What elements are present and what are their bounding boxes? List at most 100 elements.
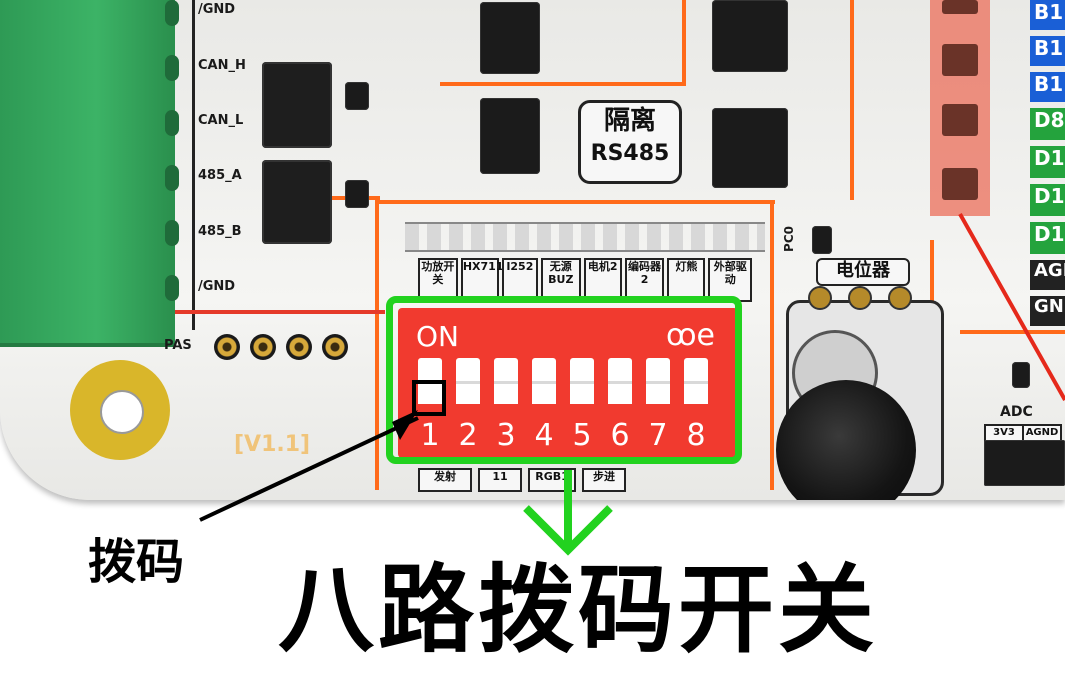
dip-knob [532, 381, 556, 404]
pin-tag-blue: B1 [1030, 36, 1065, 66]
pcb-board: /GND CAN_H CAN_L 485_A 485_B /GND 隔离 RS4… [0, 0, 1065, 500]
dip-knob [608, 381, 632, 404]
terminal-label-gnd-top: /GND [198, 2, 236, 17]
dip-logo: ꝏe [666, 318, 716, 353]
dip-switch-6[interactable] [608, 358, 632, 404]
dip-number: 8 [686, 418, 706, 453]
pin-tag-black: AGN [1030, 260, 1065, 290]
red-strip-chip [942, 168, 978, 200]
pas-label: PAS [164, 338, 192, 353]
badge-line-2: RS485 [590, 141, 670, 166]
ic-chip [712, 0, 788, 72]
dip-switch-4[interactable] [532, 358, 556, 404]
dip-switch-7[interactable] [646, 358, 670, 404]
dip-on-label: ON [416, 320, 459, 353]
orange-trace [770, 200, 774, 490]
terminal-screw [165, 275, 179, 301]
adc-header [984, 440, 1065, 486]
function-label: HX711 [460, 258, 503, 302]
pin-tag-green: D1 [1030, 146, 1065, 178]
pot-pin [888, 286, 912, 310]
dip-highlight-frame [386, 296, 742, 464]
485-jumper [262, 160, 332, 244]
orange-trace [375, 200, 379, 490]
dip-number: 6 [610, 418, 630, 453]
dip-knob [684, 381, 708, 404]
pointer-line [199, 416, 419, 522]
orange-trace [290, 196, 380, 200]
dip-switch-body: ON ꝏe 1 2 3 4 5 6 7 8 [398, 308, 738, 458]
header-pin [286, 334, 312, 360]
terminal-label-485-a: 485_A [198, 168, 242, 183]
terminal-screw [165, 110, 179, 136]
header-pin [214, 334, 240, 360]
dip-number: 3 [496, 418, 516, 453]
bottom-label: 发射 [418, 468, 472, 492]
dip-number: 4 [534, 418, 554, 453]
pot-pin [808, 286, 832, 310]
terminal-screw [165, 220, 179, 246]
function-label: 无源BUZ [540, 258, 581, 302]
function-label: I252 [501, 258, 538, 302]
transistor-small [345, 82, 369, 110]
ic-chip [480, 98, 540, 174]
adc-transistor [1012, 362, 1030, 388]
bottom-label: 11 [478, 468, 522, 492]
terminal-screw [165, 55, 179, 81]
mounting-hole-center [100, 390, 144, 434]
terminal-label-can-h: CAN_H [198, 58, 246, 73]
orange-trace [682, 0, 686, 86]
switch-1-highlight-box [412, 380, 446, 416]
dip-switch-3[interactable] [494, 358, 518, 404]
pin-tag-black: GN [1030, 296, 1065, 326]
dip-knob [456, 381, 480, 404]
dip-switch-8[interactable] [684, 358, 708, 404]
orange-trace [440, 82, 685, 86]
transistor-small [345, 180, 369, 208]
terminal-label-485-b: 485_B [198, 224, 242, 239]
dip-knob [646, 381, 670, 404]
can-jumper [262, 62, 332, 148]
red-pointer-line [958, 213, 1065, 401]
orange-trace [930, 240, 934, 330]
down-arrow-head [523, 505, 613, 556]
pc0-transistor [812, 226, 832, 254]
orange-trace [850, 0, 854, 200]
pot-pin [848, 286, 872, 310]
dip-number: 5 [572, 418, 592, 453]
header-pin [322, 334, 348, 360]
badge-line-1: 隔离 [603, 106, 656, 136]
red-strip-chip [942, 104, 978, 136]
dip-knob [570, 381, 594, 404]
adc-label: ADC [1000, 404, 1033, 420]
dip-switch-2[interactable] [456, 358, 480, 404]
dip-switch-5[interactable] [570, 358, 594, 404]
pin-tag-blue: B1 [1030, 72, 1065, 102]
ic-chip [712, 108, 788, 188]
red-strip-chip [942, 44, 978, 76]
smd-resistor-row [405, 222, 765, 252]
terminal-screw [165, 165, 179, 191]
terminal-screw [165, 0, 179, 26]
pin-tag-green: D1 [1030, 184, 1065, 216]
red-trace [175, 310, 385, 314]
bottom-label-row: 发射 11 RGB1 步进 [418, 468, 752, 492]
black-trace [192, 0, 195, 330]
board-version: [V1.1] [234, 432, 311, 457]
red-strip-chip [942, 0, 978, 14]
isolated-rs485-badge: 隔离 RS485 [578, 100, 682, 184]
pin-tag-green: D8 [1030, 108, 1065, 140]
dip-number: 7 [648, 418, 668, 453]
orange-trace [960, 330, 1065, 334]
small-caption: 拨码 [88, 534, 185, 590]
dip-knob [494, 381, 518, 404]
terminal-label-can-l: CAN_L [198, 113, 244, 128]
pin-tag-blue: B1 [1030, 0, 1065, 30]
function-label: 功放开关 [418, 258, 458, 302]
dip-number: 1 [420, 418, 440, 453]
function-label: 电机2 [583, 258, 622, 302]
potentiometer-knob[interactable] [776, 380, 916, 500]
bottom-label: 步进 [582, 468, 626, 492]
green-terminal-block [0, 0, 175, 347]
